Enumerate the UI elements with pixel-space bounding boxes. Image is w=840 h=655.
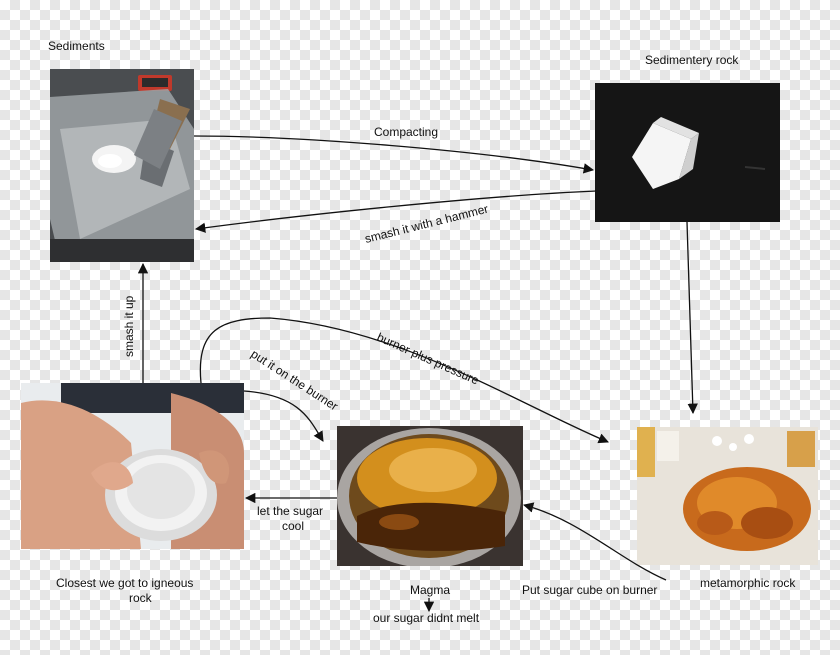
cube-burner-label: Put sugar cube on burner xyxy=(522,583,657,597)
burner-pressure-arrow xyxy=(199,317,609,444)
metamorphic-rock-photo xyxy=(637,427,818,565)
cool-label-line1: let the sugar xyxy=(257,504,323,518)
sediments-photo xyxy=(50,69,194,262)
cool-label-line2: cool xyxy=(282,519,304,533)
burner-arrow xyxy=(243,390,324,442)
igneous-label-line1: Closest we got to igneous xyxy=(56,576,194,590)
burner-label: put it on the burner xyxy=(248,347,340,414)
cube-burner-arrow xyxy=(522,502,667,581)
magma-note: our sugar didnt melt xyxy=(373,611,480,625)
compacting-arrow xyxy=(193,135,595,174)
sediments-label: Sediments xyxy=(48,39,105,53)
sedimentary-rock-photo xyxy=(595,83,780,222)
smash-up-label: smash it up xyxy=(122,295,136,357)
sedimentary-rock-label: Sedimentery rock xyxy=(645,53,739,67)
pressure-down-arrow xyxy=(686,221,698,415)
igneous-photo xyxy=(21,383,244,549)
smash-hammer-label: smash it with a hammer xyxy=(363,202,489,246)
compacting-label: Compacting xyxy=(374,125,438,139)
burner-pressure-label: burner plus pressure xyxy=(375,330,482,388)
magma-label: Magma xyxy=(410,583,451,597)
smash-hammer-arrow xyxy=(194,190,597,233)
igneous-label-line2: rock xyxy=(129,591,152,605)
metamorphic-rock-label: metamorphic rock xyxy=(700,576,796,590)
magma-photo xyxy=(337,426,523,566)
